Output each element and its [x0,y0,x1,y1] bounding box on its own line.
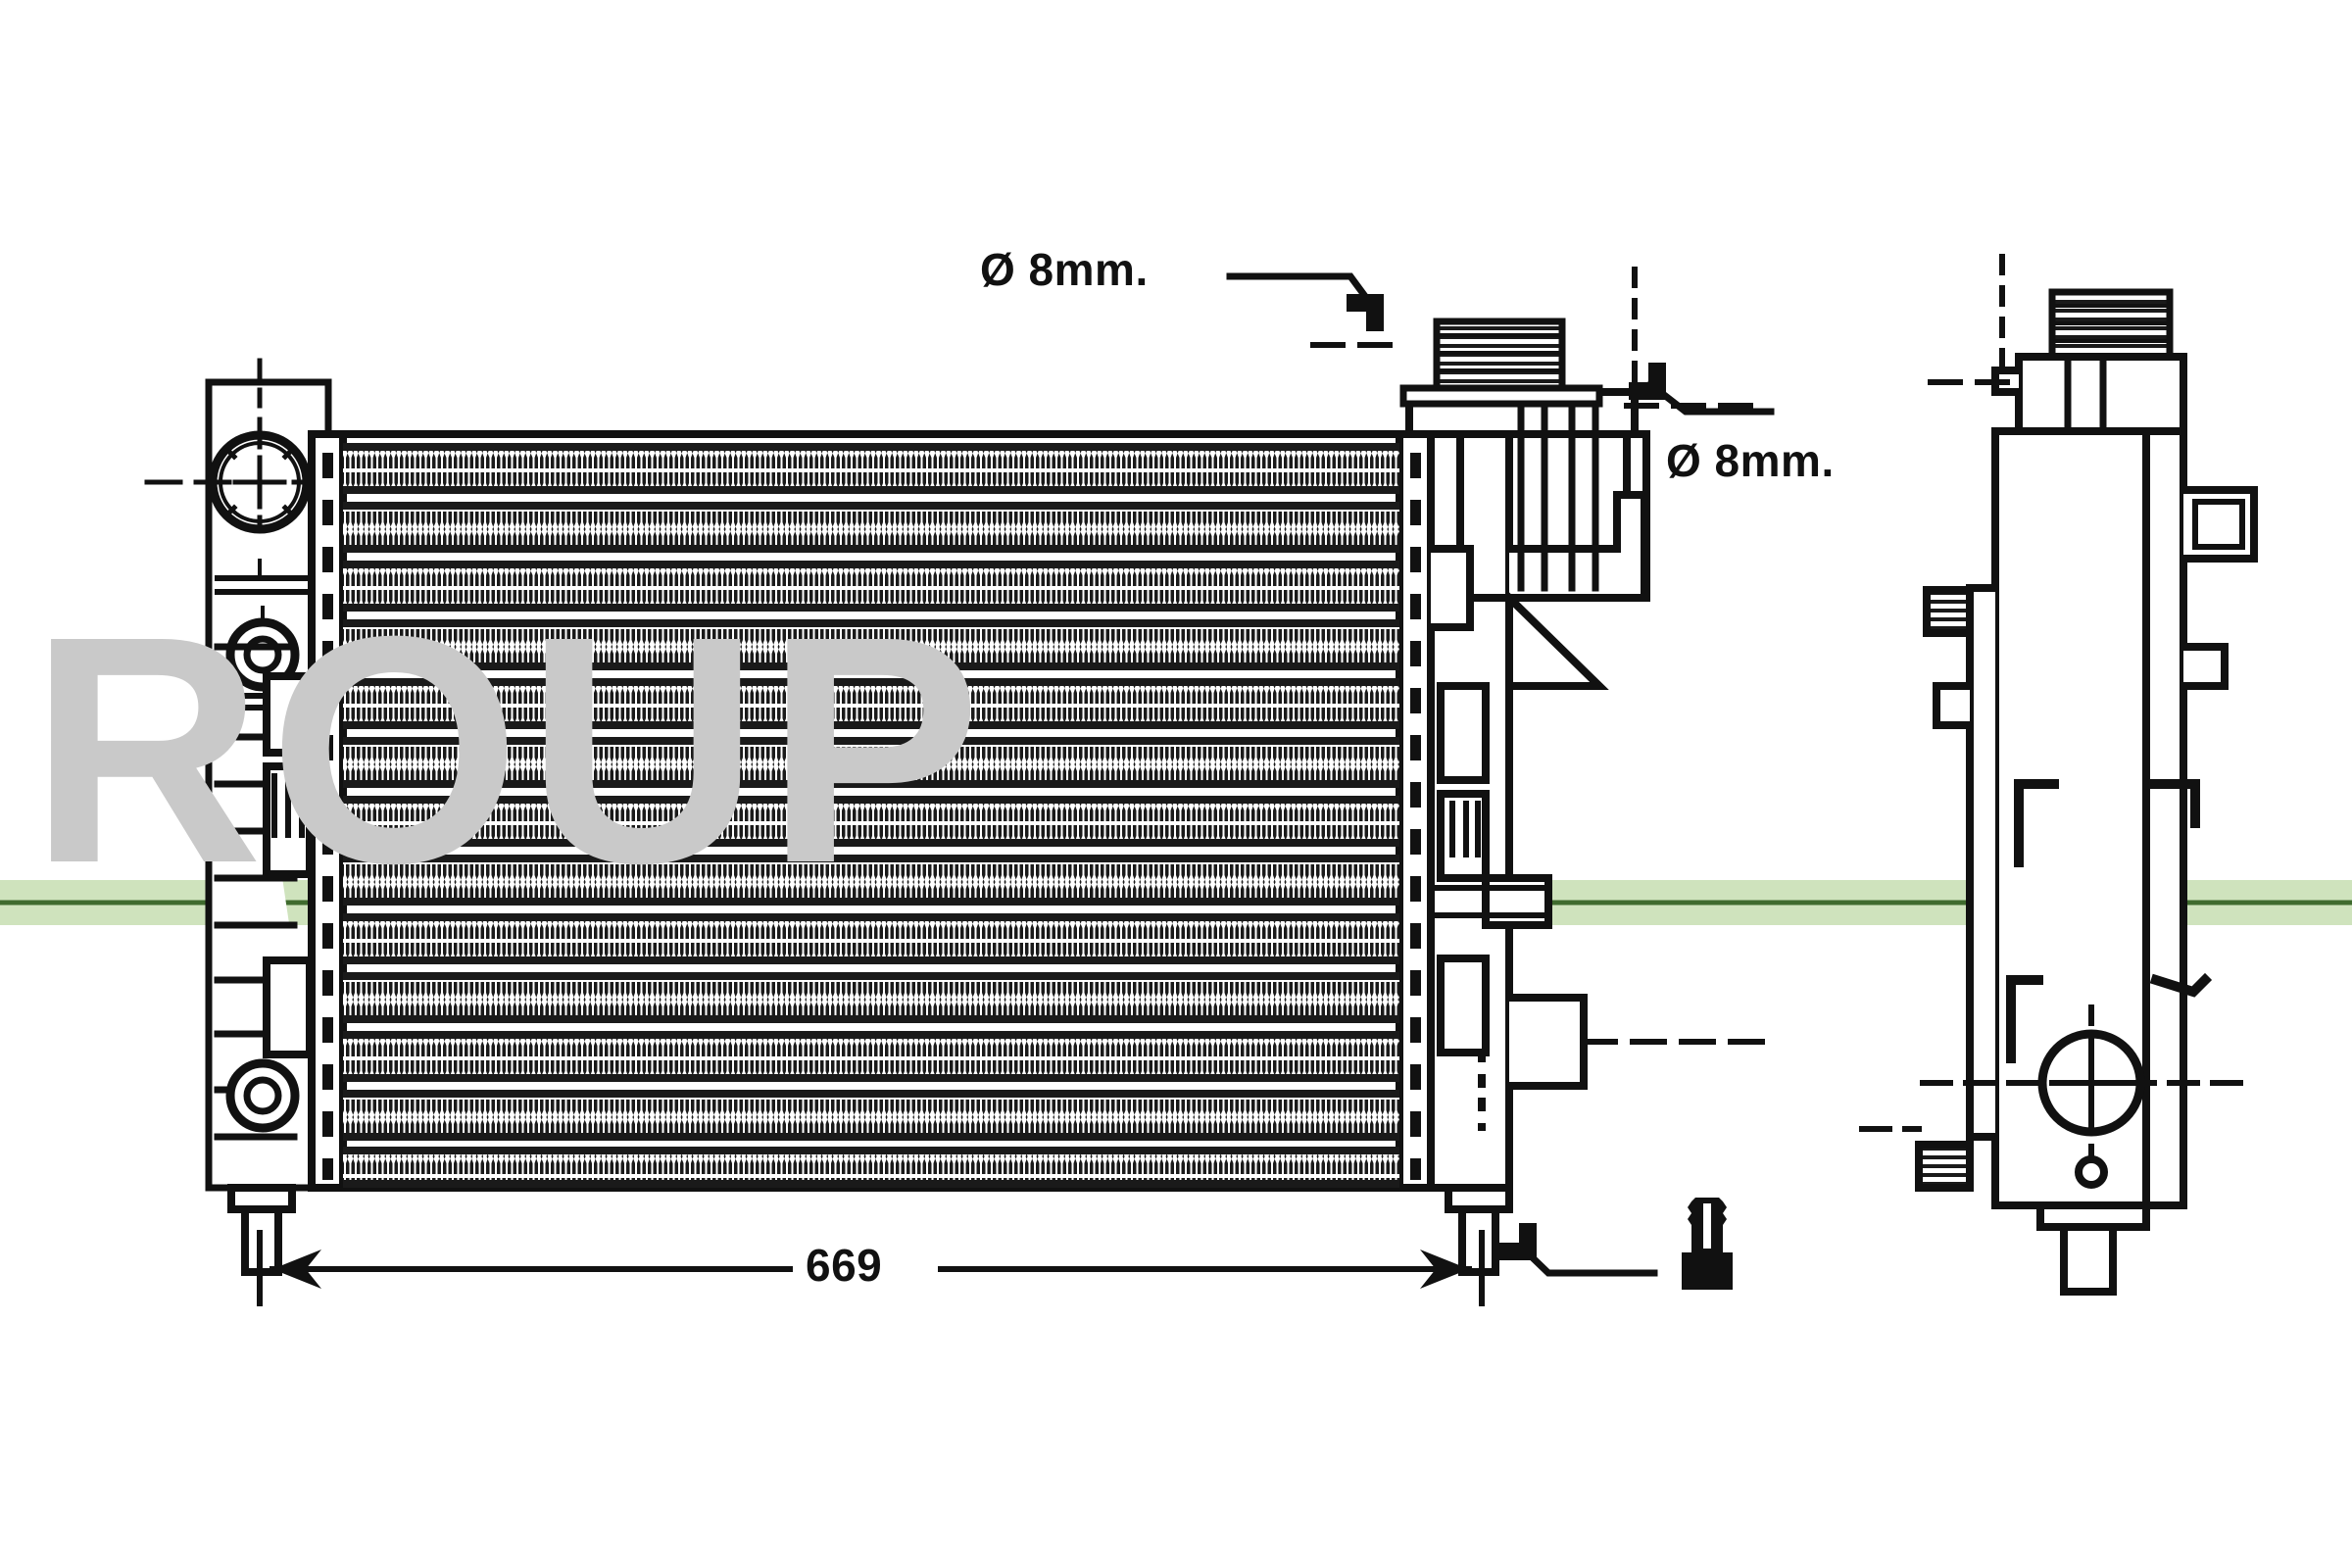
dimension-line-overall-width [257,1230,1485,1306]
callout-leader-right [1629,363,1775,416]
threaded-stud-icon [1682,1198,1733,1290]
callout-label-diameter-top: Ø 8mm. [980,244,1149,295]
callout-leader-top [1226,272,1384,331]
watermark-text: ROUP [29,568,988,930]
radiator-core [308,430,1435,1192]
callout-label-diameter-right: Ø 8mm. [1666,435,1835,486]
right-tank [1399,318,1767,1276]
side-view [1859,254,2258,1296]
callout-stud [1499,1198,1733,1290]
filler-centerline [1310,342,1757,409]
dimension-label-overall-width: 669 [806,1240,883,1291]
